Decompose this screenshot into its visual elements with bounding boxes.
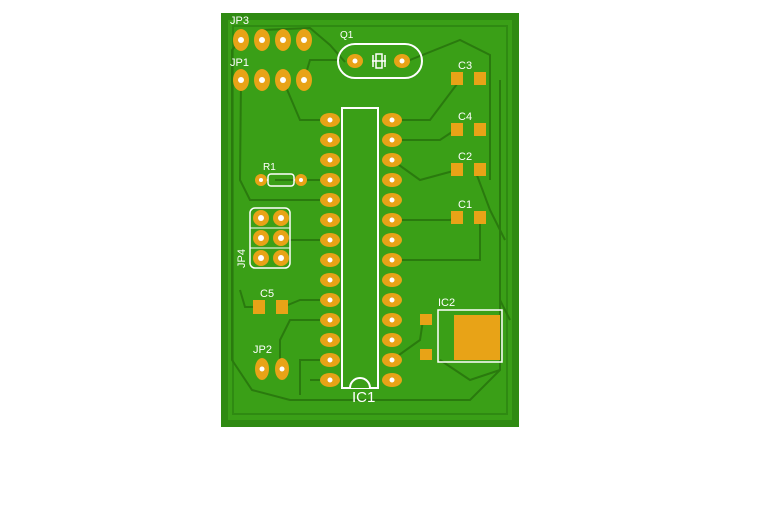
label-jp2: JP2 bbox=[253, 344, 272, 356]
ic1-pad-drill bbox=[389, 117, 395, 123]
ic1-pad-drill bbox=[389, 237, 395, 243]
ic1-pad-drill bbox=[327, 377, 333, 383]
ic1-pad-drill bbox=[389, 357, 395, 363]
ic1-pad-drill bbox=[389, 157, 395, 163]
ic1-pad-drill bbox=[389, 317, 395, 323]
ic1-pad-drill bbox=[327, 137, 333, 143]
ic1-pad-drill bbox=[327, 157, 333, 163]
label-c2: C2 bbox=[458, 151, 472, 163]
label-c5: C5 bbox=[260, 288, 274, 300]
capacitor-c4 bbox=[451, 123, 486, 136]
ic1-pad-drill bbox=[327, 117, 333, 123]
ic1-pad-drill bbox=[389, 297, 395, 303]
label-c4: C4 bbox=[458, 111, 472, 123]
ic2-regulator bbox=[420, 309, 503, 363]
label-q1: Q1 bbox=[340, 30, 354, 41]
label-c1: C1 bbox=[458, 199, 472, 211]
ic1-pad-drill bbox=[389, 337, 395, 343]
label-r1: R1 bbox=[263, 162, 276, 173]
ic1-dip28 bbox=[320, 107, 402, 389]
header-jp2 bbox=[255, 358, 289, 380]
ic1-pad-drill bbox=[389, 197, 395, 203]
label-ic1: IC1 bbox=[352, 389, 375, 406]
crystal-q1 bbox=[337, 43, 423, 79]
capacitor-c3 bbox=[451, 72, 486, 85]
ic1-pad-drill bbox=[327, 217, 333, 223]
capacitor-c1 bbox=[451, 211, 486, 224]
ic1-pad-drill bbox=[389, 217, 395, 223]
ic1-pad-drill bbox=[389, 257, 395, 263]
ic1-pad-drill bbox=[389, 377, 395, 383]
ic1-pad-drill bbox=[327, 297, 333, 303]
capacitor-c5 bbox=[253, 300, 288, 314]
header-jp4 bbox=[249, 207, 291, 269]
capacitor-c2 bbox=[451, 163, 486, 176]
ic1-pad-drill bbox=[327, 277, 333, 283]
ic1-pad-drill bbox=[389, 277, 395, 283]
ic1-pad-drill bbox=[327, 337, 333, 343]
label-c3: C3 bbox=[458, 60, 472, 72]
label-jp3: JP3 bbox=[230, 15, 249, 27]
resistor-r1 bbox=[255, 173, 307, 187]
ic1-pad-drill bbox=[389, 137, 395, 143]
label-jp4: JP4 bbox=[236, 249, 248, 268]
ic1-pad-drill bbox=[327, 237, 333, 243]
label-ic2: IC2 bbox=[438, 297, 455, 309]
ic1-pad-drill bbox=[327, 257, 333, 263]
ic1-pad-drill bbox=[327, 197, 333, 203]
ic1-pad-drill bbox=[327, 177, 333, 183]
ic1-pad-drill bbox=[327, 357, 333, 363]
ic1-pad-drill bbox=[327, 317, 333, 323]
label-jp1: JP1 bbox=[230, 57, 249, 69]
ic1-pad-drill bbox=[389, 177, 395, 183]
